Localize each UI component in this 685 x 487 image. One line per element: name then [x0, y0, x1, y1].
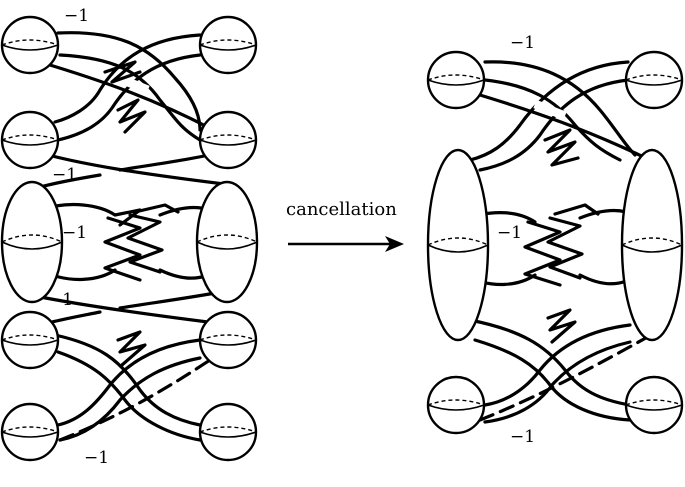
band [58, 343, 234, 442]
band [56, 53, 202, 142]
left-diagram: −1 −1 −1 −1 −1 [0, 6, 259, 468]
left-ellipse-l [0, 180, 64, 304]
band [483, 78, 622, 162]
framing-label: −1 [48, 290, 73, 310]
band [473, 338, 632, 422]
zigzag [523, 220, 562, 287]
left-ball-tr [198, 15, 258, 75]
band [28, 293, 234, 327]
right-strands [458, 60, 662, 424]
twist [103, 60, 142, 84]
band [56, 350, 202, 442]
right-ball-tl [426, 50, 486, 110]
band [468, 318, 632, 407]
framing-label: −1 [510, 427, 535, 447]
left-ball-br1 [198, 310, 258, 370]
framing-label: −1 [52, 165, 77, 185]
zigzag [126, 213, 164, 274]
left-ellipse-r [195, 180, 259, 304]
twist [546, 308, 577, 344]
framing-label: −1 [510, 33, 535, 53]
framing-label: −1 [84, 448, 109, 468]
band [58, 53, 202, 142]
framing-label: −1 [62, 223, 87, 243]
right-ellipse-r [620, 148, 684, 342]
left-ball-mr [198, 110, 258, 170]
twist [116, 330, 147, 367]
crossing-gap [533, 99, 567, 121]
arrow-label: cancellation [286, 199, 397, 220]
band [58, 356, 202, 442]
framing-label: −1 [497, 223, 522, 243]
band [483, 340, 632, 424]
zigzag [103, 216, 142, 282]
right-ball-bl [426, 375, 486, 435]
band [468, 60, 630, 162]
zigzag [546, 216, 584, 280]
left-ball-bl2 [0, 402, 60, 462]
zigzag [133, 203, 180, 214]
twist [543, 128, 580, 167]
left-ball-ml [0, 110, 60, 170]
band [483, 323, 632, 407]
crossing-gap [116, 73, 150, 95]
right-ball-br [624, 375, 684, 435]
cancellation-arrow: cancellation [286, 199, 404, 252]
arrow-head [385, 236, 404, 252]
band [56, 31, 202, 132]
band [483, 60, 637, 157]
right-diagram: −1 −1 −1 [426, 33, 684, 447]
band [53, 333, 202, 427]
framing-label: −1 [64, 6, 89, 26]
band [478, 328, 662, 422]
band [468, 90, 662, 167]
band [478, 78, 630, 172]
right-ball-tr [624, 50, 684, 110]
right-ellipse-l [426, 148, 490, 342]
zigzag [553, 203, 600, 216]
twist [116, 98, 147, 134]
left-ball-br2 [198, 402, 258, 462]
left-ball-tl [0, 15, 60, 75]
left-ball-bl1 [0, 310, 60, 370]
band [56, 338, 202, 427]
